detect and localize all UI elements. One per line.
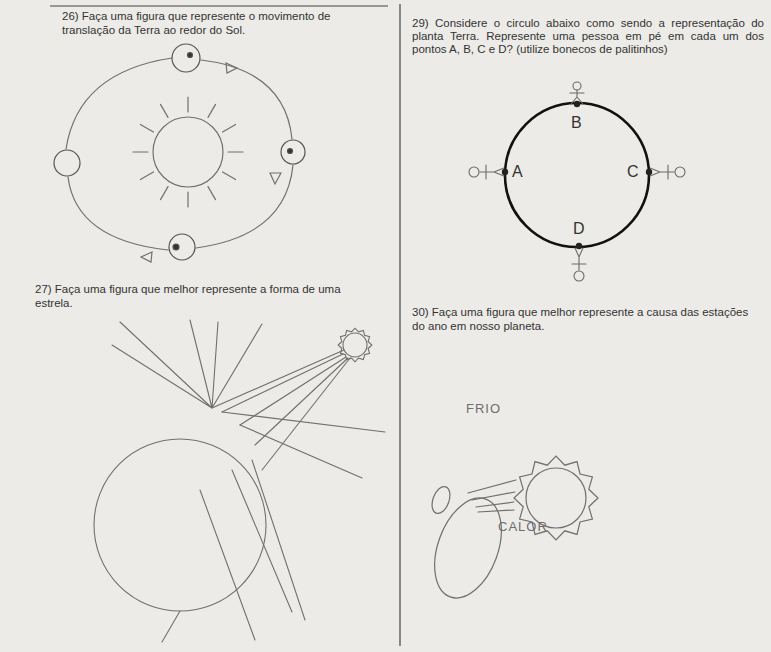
point-label: C xyxy=(627,163,639,181)
stick-figure xyxy=(570,90,584,104)
earth-dot xyxy=(173,244,179,250)
point-label: D xyxy=(573,220,585,238)
stick-figure-head xyxy=(574,271,584,281)
point-dot xyxy=(502,169,508,175)
earth-ellipse xyxy=(422,489,514,607)
earth-position xyxy=(54,150,80,176)
stick-figure xyxy=(650,165,674,179)
light-rays xyxy=(212,350,350,470)
point-label: B xyxy=(571,114,582,132)
earth-dot xyxy=(188,53,193,58)
stick-figure-head xyxy=(675,167,685,177)
question-text: 30) Faça uma figura que melhor represent… xyxy=(412,306,764,333)
orbit-arrow xyxy=(141,63,281,262)
stick-figure xyxy=(480,165,504,179)
planet-circle xyxy=(505,103,649,247)
sun-rays xyxy=(133,97,243,207)
question-text: 27) Faça uma figura que melhor represent… xyxy=(35,283,380,310)
stick-figure xyxy=(572,248,586,270)
light-rays xyxy=(468,480,516,512)
handwritten-label: FRIO xyxy=(466,402,501,417)
orbit-path xyxy=(66,58,293,250)
earth-dot xyxy=(288,149,293,154)
sketch-lines xyxy=(112,320,262,408)
sun-circle xyxy=(153,117,223,187)
column-divider xyxy=(399,4,400,646)
handwritten-label: CALOR xyxy=(498,520,548,535)
star-circle xyxy=(94,439,266,611)
sketch-lines xyxy=(162,412,385,642)
earth-pole xyxy=(429,484,454,516)
stick-figure-head xyxy=(573,82,581,90)
question-text: 29) Considere o circulo abaixo como send… xyxy=(412,17,764,56)
small-sun xyxy=(343,333,367,357)
earth-position xyxy=(172,44,200,72)
point-label: A xyxy=(512,163,523,181)
earth-position xyxy=(281,140,305,164)
point-dot xyxy=(646,169,652,175)
earth-position xyxy=(169,234,195,260)
small-sun-spikes xyxy=(338,328,372,362)
question-text: 26) Faça uma figura que represente o mov… xyxy=(62,10,384,37)
header-rule xyxy=(50,6,388,7)
sun-circle xyxy=(526,468,586,528)
point-dot xyxy=(574,101,580,107)
point-dot xyxy=(576,243,582,249)
stick-figure-head xyxy=(469,167,479,177)
